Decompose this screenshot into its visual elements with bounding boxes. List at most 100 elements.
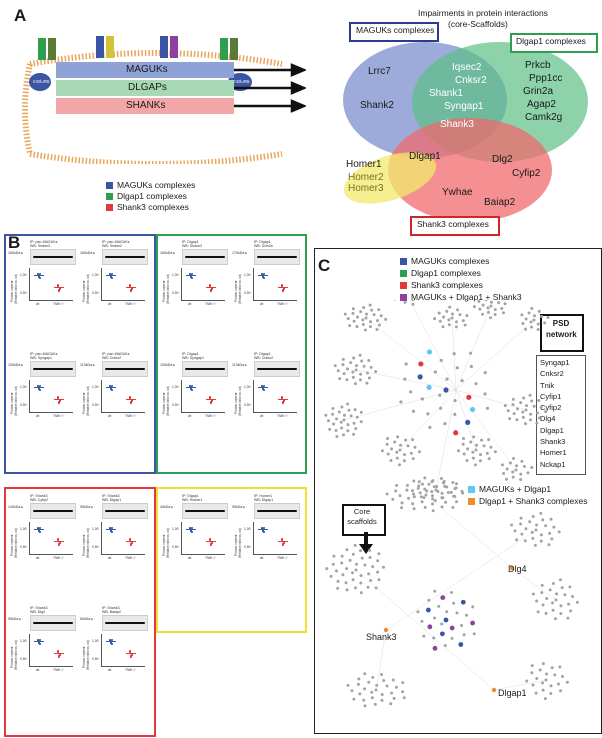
blot-band [105,510,145,512]
venn-cyfip2: Cyfip2 [512,168,541,179]
network-node [451,312,455,316]
network-node [353,408,357,412]
plot-tick-low: 0.50 [20,657,27,661]
network-node [417,374,423,380]
blot-wb-label: WB: Dlgap1 [102,498,122,502]
network-node [531,536,535,540]
tg-point [282,543,284,545]
network-node [391,678,395,682]
venn-prkcb: Prkcb [525,60,551,71]
wt-point [111,639,113,641]
wt-mean [186,529,196,530]
plot-ylabel-2: (Relative ratio vs. wt) [86,528,90,558]
tg-point [131,542,133,544]
tg-point [57,397,59,399]
network-edge [425,494,513,569]
network-node [523,422,527,426]
network-node [453,430,459,436]
receptor-label-left: mGluR5 [33,79,50,84]
network-node [530,307,534,311]
blot-wb-label: WB: Syngap1 [30,356,52,360]
network-node [353,543,357,547]
network-node [332,422,336,426]
network-node [560,586,564,590]
network-node [355,415,359,419]
plot-ylabel-2: (Relative ratio vs. wt) [86,386,90,416]
plot-tick-low: 0.50 [92,545,99,549]
network-edge [511,567,557,601]
network-node [349,361,353,365]
network-node [352,432,356,436]
plot-ylabel-2: (Relative ratio vs. wt) [14,528,18,558]
network-node [369,365,373,369]
network-node [535,599,539,603]
blot-wb-label: WB: Cnksr2 [254,356,274,360]
network-node [370,690,374,694]
wt-point [263,389,265,391]
tg-point [59,288,61,290]
network-node [417,450,421,454]
network-node [394,489,398,493]
wt-point [109,273,111,275]
network-node [486,306,490,310]
wt-point [37,639,39,641]
plot-axis-x [29,412,73,413]
network-node [407,496,411,500]
network-node [432,636,436,640]
network-node [521,322,525,326]
wt-mean [258,387,268,388]
network-node [340,554,344,558]
tg-point [59,400,61,402]
network-edge [455,319,535,391]
network-edge [455,305,492,391]
venn-shank3-center: Shank3 [440,119,474,130]
gene-list-item: Cyfip1 [540,391,562,401]
network-node [511,475,515,479]
network-node [449,490,453,494]
plot-axis-y [29,634,30,666]
blot-mw-label: 45kDa ▸ [160,505,174,509]
tg-point [57,539,59,541]
blot-mw-label: 170kDa ▸ [232,251,248,255]
net-legend-maguks: MAGUKs complexes [400,256,489,266]
wt-point [261,273,263,275]
tg-mean [54,287,64,288]
network-node [369,578,373,582]
plot-x-tg: TNIK⁻/⁻ [205,302,217,306]
network-node [367,572,371,576]
venn-dlg2: Dlg2 [492,154,513,165]
network-node [422,496,426,500]
wt-point [263,273,265,275]
blot-ip-label: IP: Dlgap1 [254,352,271,356]
plot-axis-x [29,554,73,555]
network-node [460,379,464,383]
network-node [441,496,445,500]
network-node [426,384,432,390]
network-node [328,427,332,431]
tg-point [131,400,133,402]
network-node [458,642,464,647]
network-node [536,322,540,326]
plot-x-wt: wt [108,556,112,560]
blot-band [257,510,297,512]
network-node [541,688,545,692]
network-node [335,417,339,421]
wt-point [261,528,263,530]
tg-point [58,290,60,292]
network-node [543,321,547,325]
network-node [453,487,457,491]
network-hub-node [509,565,515,571]
core-scaffolds-box [342,504,386,536]
wt-mean [34,275,44,276]
tg-point [58,289,60,291]
tg-mean [126,653,136,654]
network-node [461,442,465,446]
network-node [374,586,378,590]
network-node [506,409,510,413]
network-node [543,697,547,701]
network-node [362,364,366,368]
network-node [450,636,454,640]
network-node [532,404,536,408]
tg-point [282,289,284,291]
plot-axis-y [101,380,102,412]
